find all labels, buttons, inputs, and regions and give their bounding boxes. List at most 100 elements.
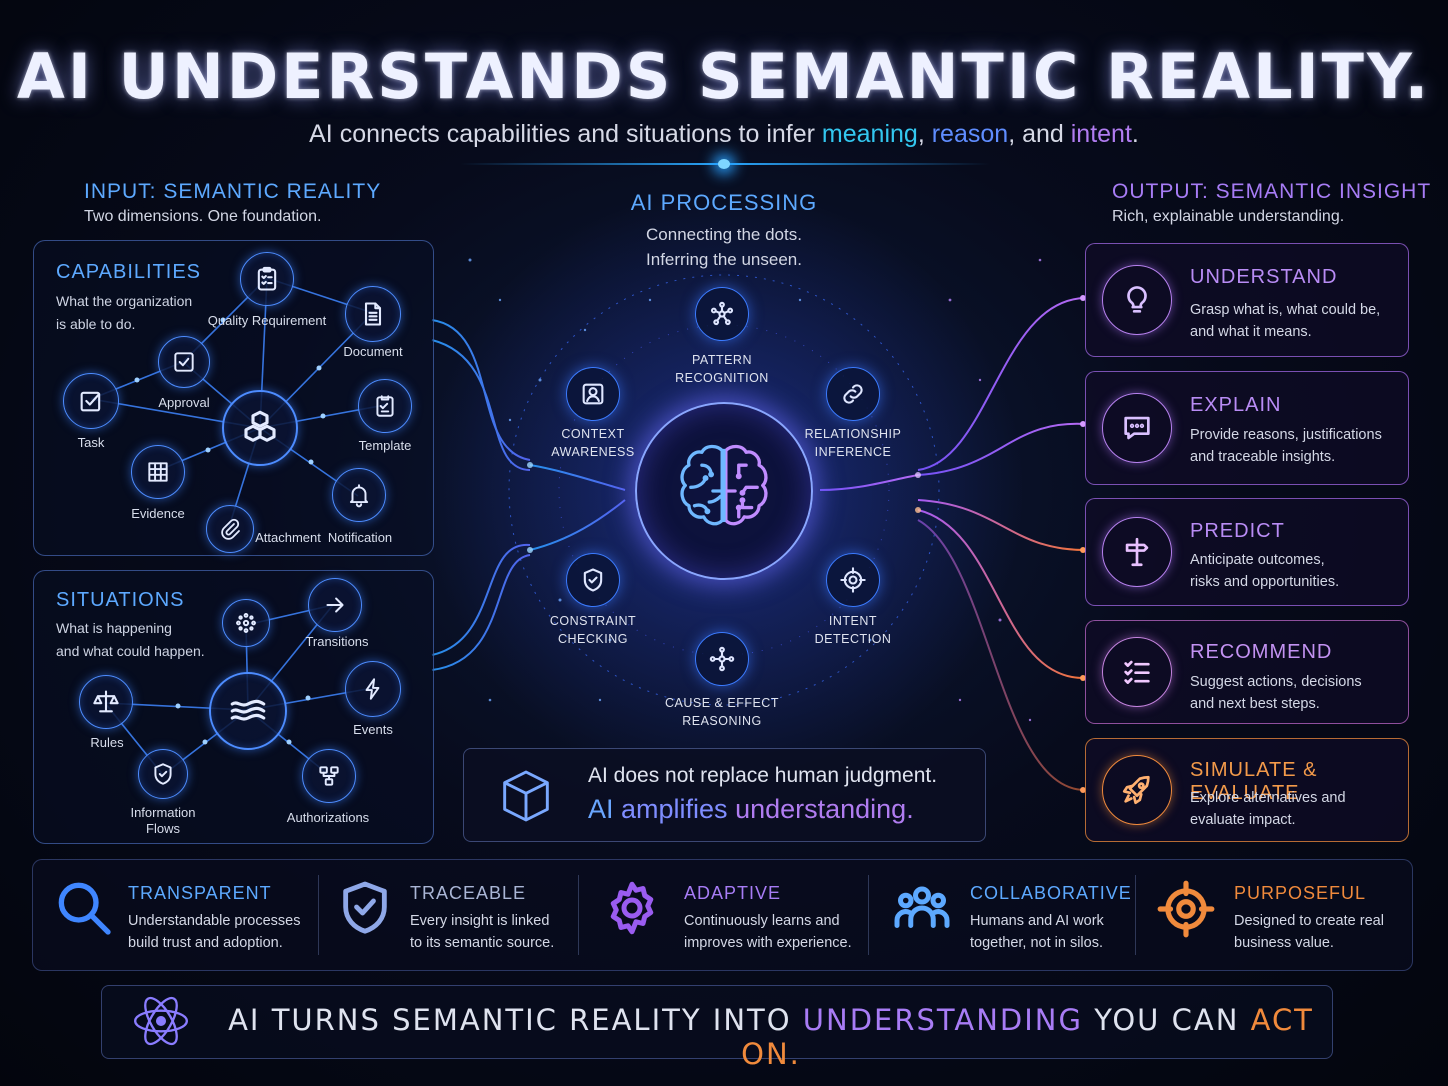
template-icon: [376, 395, 394, 417]
authorization-flow-icon: [319, 766, 339, 786]
capabilities-heading: CAPABILITIES: [56, 261, 202, 283]
evidence-label: Evidence: [131, 506, 185, 521]
quality-requirement-label: Quality Requirement: [207, 313, 327, 328]
speech-bubble-icon: [1124, 416, 1150, 440]
output-card-understand[interactable]: UNDERSTAND Grasp what is, what could be,…: [1085, 243, 1409, 357]
output-subheading: Rich, explainable understanding.: [1112, 208, 1345, 225]
lightning-icon: [365, 678, 380, 700]
callout-box: [463, 748, 986, 842]
waves-icon: [230, 699, 266, 721]
checklist-icon: [1124, 660, 1150, 684]
attachment-node[interactable]: [206, 505, 254, 553]
approval-node[interactable]: [158, 336, 210, 388]
output-card-understand-text: Grasp what is, what could be,and what it…: [1190, 302, 1381, 340]
capabilities-hub-node[interactable]: [222, 390, 298, 466]
events-label: Events: [353, 722, 393, 737]
information-flows-node[interactable]: [138, 749, 188, 799]
atom-icon: [134, 996, 188, 1046]
output-card-predict-icon: [1102, 517, 1172, 587]
output-card-explain-title: EXPLAIN: [1190, 394, 1282, 416]
notification-node[interactable]: [332, 468, 386, 522]
output-heading: OUTPUT: SEMANTIC INSIGHT: [1112, 180, 1432, 203]
document-label: Document: [343, 344, 403, 359]
output-card-simulate-icon: [1102, 755, 1172, 825]
output-card-recommend-icon: [1102, 637, 1172, 707]
output-card-predict[interactable]: PREDICT Anticipate outcomes,risks and op…: [1085, 498, 1409, 606]
callout-line2: AI amplifies understanding.: [588, 794, 914, 824]
evidence-node[interactable]: [131, 445, 185, 499]
relationship-inference-node[interactable]: [826, 367, 880, 421]
processing-description: Connecting the dots.Inferring the unseen…: [646, 225, 802, 269]
task-node[interactable]: [63, 373, 119, 429]
situations-hub-node[interactable]: [209, 672, 287, 750]
shield-check-icon: [336, 876, 394, 942]
authorizations-node[interactable]: [302, 749, 356, 803]
gear-icon: [602, 878, 662, 942]
principle-divider: [868, 875, 869, 955]
checkbox-icon: [80, 391, 101, 412]
output-card-predict-text: Anticipate outcomes,risks and opportunit…: [1190, 552, 1340, 590]
principle-adaptive-title: ADAPTIVE: [684, 883, 782, 903]
ai-brain-core: [635, 402, 813, 580]
pattern-recognition-node[interactable]: [695, 287, 749, 341]
output-card-simulate-title: SIMULATE & EVALUATE: [1190, 759, 1318, 804]
bottom-banner: [101, 985, 1333, 1059]
page-title: AI UNDERSTANDS SEMANTIC REALITY.: [16, 40, 1432, 113]
page-subtitle: AI connects capabilities and situations …: [309, 120, 1139, 148]
dots-cluster-icon: [236, 613, 256, 633]
user-context-icon: [582, 383, 604, 405]
output-card-understand-icon: [1102, 265, 1172, 335]
situations-scatter-node[interactable]: [222, 599, 270, 647]
task-label: Task: [77, 435, 105, 450]
output-card-simulate[interactable]: SIMULATE & EVALUATE Explore alternatives…: [1085, 738, 1409, 842]
output-card-understand-title: UNDERSTAND: [1190, 266, 1338, 288]
output-card-explain-icon: [1102, 393, 1172, 463]
transitions-label: Transitions: [305, 634, 369, 649]
output-card-recommend-title: RECOMMEND: [1190, 641, 1333, 663]
quality-requirement-node[interactable]: [240, 252, 294, 306]
principle-traceable-title: TRACEABLE: [410, 883, 527, 903]
template-node[interactable]: [358, 379, 412, 433]
document-node[interactable]: [345, 286, 401, 342]
principle-divider: [318, 875, 319, 955]
intent-detection-node[interactable]: [826, 553, 880, 607]
context-awareness-node[interactable]: [566, 367, 620, 421]
constraint-checking-node[interactable]: [566, 553, 620, 607]
attachment-label: Attachment: [255, 530, 321, 545]
situations-heading: SITUATIONS: [56, 589, 185, 611]
input-heading: INPUT: SEMANTIC REALITY: [84, 180, 382, 203]
rules-label: Rules: [90, 735, 124, 750]
crosshair-target-icon: [840, 567, 866, 593]
approval-check-icon: [174, 352, 194, 372]
principle-divider: [1135, 875, 1136, 955]
target-icon: [1155, 878, 1217, 944]
link-chain-icon: [843, 384, 863, 404]
brain-circuit-icon: [680, 444, 768, 526]
notification-label: Notification: [327, 530, 393, 545]
transitions-node[interactable]: [308, 578, 362, 632]
cubes-icon: [244, 410, 276, 442]
document-icon: [364, 302, 382, 326]
events-node[interactable]: [345, 661, 401, 717]
scales-icon: [93, 690, 119, 713]
banner-text: AI TURNS SEMANTIC REALITY INTO UNDERSTAN…: [228, 1003, 1314, 1071]
cause-effect-node[interactable]: [695, 632, 749, 686]
signpost-icon: [1125, 537, 1149, 567]
lightbulb-icon: [1127, 286, 1147, 313]
paperclip-icon: [221, 518, 240, 540]
rules-node[interactable]: [79, 675, 133, 729]
team-icon: [890, 878, 954, 942]
shield-check-icon: [154, 763, 172, 785]
grid-table-icon: [148, 462, 168, 482]
